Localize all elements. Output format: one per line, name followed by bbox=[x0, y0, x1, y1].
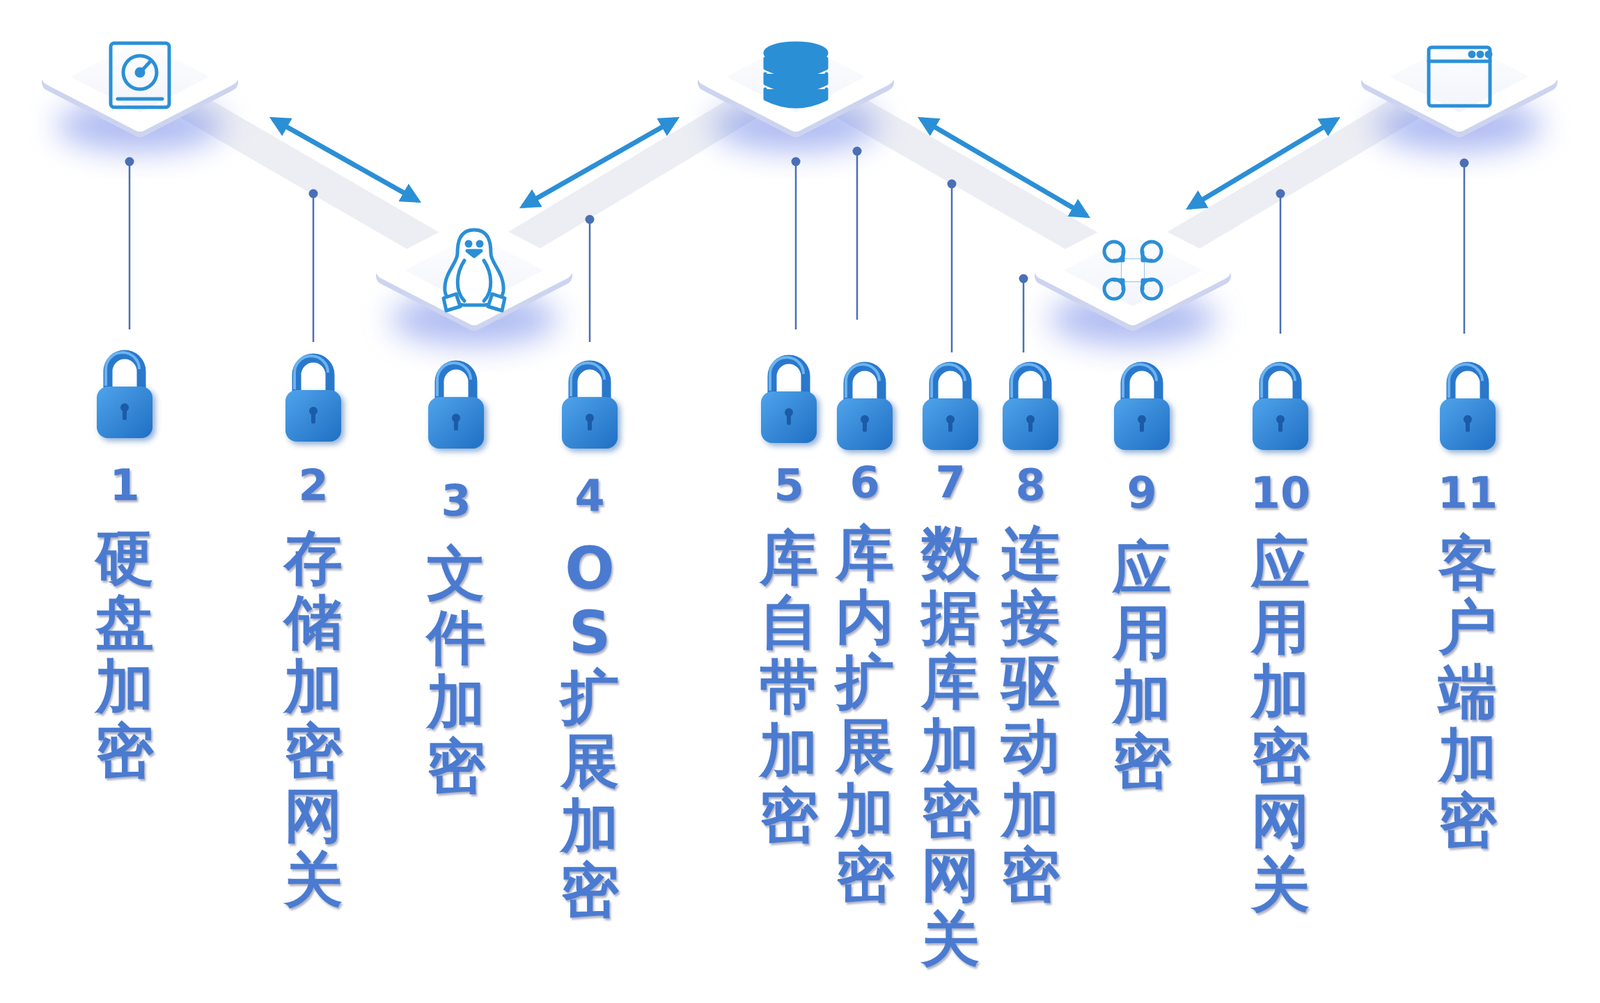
leader-dot bbox=[791, 157, 801, 167]
leader-dot bbox=[1276, 189, 1286, 199]
tile-icon bbox=[1428, 47, 1491, 106]
platform-tile bbox=[385, 224, 564, 346]
connector-band bbox=[139, 76, 1460, 271]
tile-icon bbox=[765, 43, 827, 107]
leader-line bbox=[589, 219, 592, 342]
lock-icon bbox=[761, 357, 820, 446]
lock-icon bbox=[1002, 364, 1062, 453]
callout-number: 9 bbox=[1126, 471, 1157, 515]
callout-number: 4 bbox=[574, 474, 605, 518]
leader-line bbox=[795, 161, 798, 330]
encryption-label: 应用加密网关 bbox=[1251, 530, 1310, 917]
leader-dot bbox=[947, 179, 957, 189]
platform-tile bbox=[706, 30, 885, 152]
encryption-label: 应用加密 bbox=[1112, 536, 1172, 794]
encryption-label: 硬盘加密 bbox=[95, 525, 154, 784]
tile-top bbox=[1043, 224, 1222, 317]
callout-number: 1 bbox=[109, 463, 140, 507]
encryption-label: 库内扩展加密 bbox=[835, 520, 894, 907]
tile-top bbox=[50, 30, 230, 123]
leader-dot bbox=[1460, 158, 1470, 168]
leader-line bbox=[312, 193, 315, 342]
encryption-label: 库自带加密 bbox=[759, 525, 819, 848]
lock-icon bbox=[1439, 364, 1499, 453]
tile-icon bbox=[110, 43, 170, 108]
leader-line bbox=[1022, 278, 1025, 353]
leader-dot bbox=[585, 215, 595, 225]
callout-number: 8 bbox=[1015, 463, 1046, 507]
lock-icon bbox=[836, 364, 896, 453]
encryption-label: 客户端加密 bbox=[1438, 530, 1497, 853]
callout-number: 2 bbox=[297, 463, 328, 507]
platform-tile bbox=[1043, 224, 1222, 346]
lock-icon bbox=[428, 362, 487, 452]
encryption-label: 连接驱动加密 bbox=[1001, 520, 1060, 907]
lock-icon bbox=[561, 362, 621, 452]
platform-tile bbox=[1370, 30, 1549, 152]
leader-line bbox=[856, 151, 859, 320]
callout-number: 11 bbox=[1437, 471, 1498, 515]
double-arrow bbox=[272, 119, 1337, 216]
tile-icon bbox=[443, 229, 505, 311]
callout-number: 5 bbox=[773, 463, 804, 507]
encryption-label: 文件加密 bbox=[426, 540, 486, 799]
lock-icon bbox=[96, 352, 156, 441]
tile-top bbox=[706, 30, 885, 123]
callout-number: 7 bbox=[935, 460, 966, 505]
leader-line bbox=[1279, 193, 1282, 334]
leader-dot bbox=[1019, 274, 1029, 284]
callout-number: 3 bbox=[440, 479, 471, 523]
callout-number: 6 bbox=[849, 460, 880, 505]
leader-line bbox=[951, 183, 954, 353]
leader-line bbox=[125, 146, 1470, 354]
leader-line bbox=[128, 161, 131, 330]
leader-dot bbox=[852, 146, 862, 156]
tile-top bbox=[1370, 30, 1549, 123]
encryption-label: 存储加密网关 bbox=[284, 525, 343, 912]
lock-icon bbox=[285, 355, 344, 445]
callout-number: 10 bbox=[1250, 471, 1311, 515]
tile-top bbox=[385, 224, 564, 317]
platform-tile bbox=[50, 30, 230, 152]
encryption-label: OS扩展加密 bbox=[560, 536, 619, 922]
lock-icon bbox=[1252, 364, 1312, 453]
tile-icon bbox=[1104, 241, 1162, 299]
lock-icon bbox=[922, 364, 982, 453]
lock-icon bbox=[1114, 364, 1173, 453]
leader-line bbox=[1463, 162, 1466, 334]
leader-dot bbox=[309, 189, 319, 199]
leader-dot bbox=[125, 157, 135, 167]
encryption-label: 数据库加密网关 bbox=[921, 520, 980, 972]
